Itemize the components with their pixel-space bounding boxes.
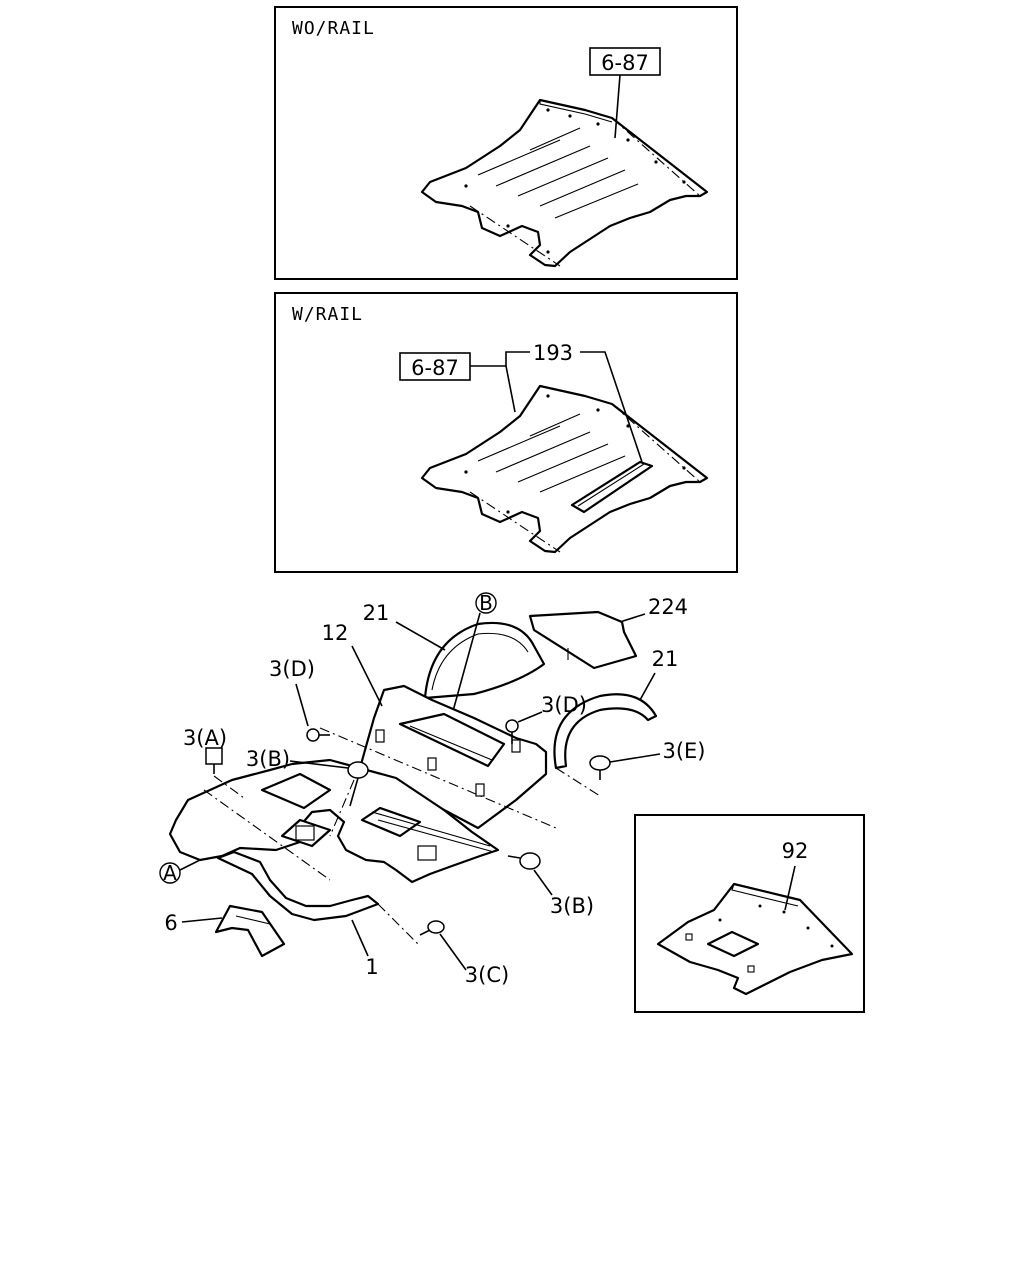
part-92: [656, 882, 854, 996]
callout-6: 6: [164, 911, 177, 935]
main-exploded-view: 224 21 B 21 12 1: [159, 591, 706, 987]
callout-21-right: 21: [652, 647, 679, 671]
callout-224: 224: [648, 595, 688, 619]
part-224: [528, 610, 638, 670]
leader-line: [614, 74, 621, 139]
part-12-slot: [398, 712, 506, 768]
callout-1: 1: [365, 955, 378, 979]
callout-3e: 3(E): [662, 739, 705, 763]
clip-3c: [419, 920, 445, 936]
part-21-cover: [423, 621, 546, 700]
callout-3a: 3(A): [183, 726, 227, 750]
clip-3b-top: [347, 761, 369, 807]
reference-circle-a: [159, 862, 181, 884]
callout-21-top: 21: [363, 601, 390, 625]
leader-line: [580, 351, 643, 463]
clip-3a: [205, 747, 223, 774]
inset-frame: [274, 292, 738, 573]
floor-plate-w-rail: [420, 384, 709, 554]
ref-box-label: 6-87: [411, 356, 459, 380]
callout-3b-bottom: 3(B): [550, 894, 594, 918]
clip-3d-right: [505, 719, 519, 744]
reference-a-label: A: [163, 861, 177, 885]
callout-3c: 3(C): [465, 963, 509, 987]
reference-b-label: B: [479, 591, 493, 615]
inset-frame: [274, 6, 738, 280]
clip-3e: [589, 755, 611, 780]
ref-box: [589, 47, 661, 76]
clip-3d-left: [306, 728, 330, 742]
inset-part-92: 92: [634, 814, 865, 1013]
reference-circle-b: [475, 592, 497, 614]
inset-title: W/RAIL: [292, 304, 363, 325]
part-6: [214, 904, 286, 958]
callout-193: 193: [533, 341, 573, 365]
inset-wo-rail: WO/RAIL 6-87: [274, 6, 738, 280]
callout-3d-right: 3(D): [541, 693, 587, 717]
callout-12: 12: [322, 621, 349, 645]
inset-w-rail: W/RAIL 6-87 193: [274, 292, 738, 573]
clip-3b-bottom: [507, 852, 541, 870]
part-21-arch: [553, 693, 658, 770]
ref-box-label: 6-87: [601, 51, 649, 75]
seat-rail: [570, 460, 654, 514]
inset-frame: [634, 814, 865, 1013]
callout-92: 92: [782, 839, 809, 863]
inset-title: WO/RAIL: [292, 18, 375, 39]
leader-line: [470, 351, 530, 367]
leader-line: [505, 365, 516, 413]
floor-plate-wo-rail: [420, 98, 709, 268]
callout-3b-top: 3(B): [246, 747, 290, 771]
ref-box: [399, 352, 471, 381]
callout-3d-left: 3(D): [269, 657, 315, 681]
